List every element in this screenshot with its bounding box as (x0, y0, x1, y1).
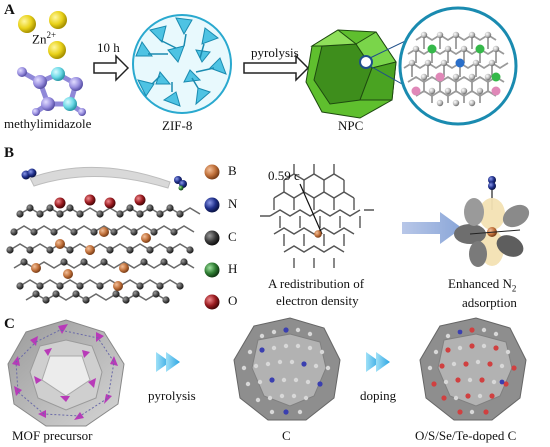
arrow-to-npc (243, 54, 310, 82)
pyrolysis-label-a: pyrolysis (251, 45, 299, 60)
chevron-arrow-1 (156, 352, 180, 372)
adsorption-line1: Enhanced N2 (448, 276, 517, 294)
npc-label: NPC (338, 118, 364, 133)
panel-c-label: C (4, 316, 15, 332)
redistribution-line2: electron density (276, 293, 359, 308)
n2-transfer-arrow (29, 166, 171, 189)
redistribution-line1: A redistribution of (268, 276, 365, 291)
mof-precursor-polyhedron (7, 319, 125, 427)
n2-molecule-left (21, 168, 37, 180)
methylimidazole-atoms (17, 67, 86, 116)
legend-o: O (228, 293, 238, 308)
legend-c: C (228, 229, 237, 244)
zif8-label: ZIF-8 (162, 118, 193, 133)
doped-carbon-polyhedron (419, 317, 527, 421)
graphene-flake (260, 164, 374, 268)
n2-molecule-right (174, 176, 187, 191)
blue-process-arrow (402, 212, 462, 244)
arrow-to-zif8 (93, 54, 130, 82)
zn-ion-label: Zn2+ (32, 30, 57, 47)
npc-polyhedron (305, 29, 397, 119)
b-doped-graphene-sheet (6, 194, 201, 304)
legend-h: H (228, 261, 238, 276)
carbon-label: C (282, 428, 291, 443)
charge-value-label: 0.59 c (268, 168, 300, 183)
panel-a-label: A (4, 2, 15, 18)
npc-zoom-graphene (398, 6, 518, 126)
legend-n: N (228, 196, 238, 211)
legend-spheres (204, 164, 220, 310)
doping-label: doping (360, 388, 397, 403)
doped-carbon-label: O/S/Se/Te-doped C (415, 428, 517, 443)
zif8-framework (132, 14, 232, 114)
carbon-polyhedron (233, 317, 341, 421)
adsorption-line2: adsorption (462, 295, 517, 310)
mof-precursor-label: MOF precursor (12, 428, 93, 443)
methylimidazole-label: methylimidazole (4, 116, 92, 131)
pyrolysis-label-c: pyrolysis (148, 388, 196, 403)
chevron-arrow-2 (366, 352, 390, 372)
legend-b: B (228, 163, 237, 178)
panel-b-label: B (4, 145, 15, 161)
zn-ion-spheres (18, 11, 67, 59)
reaction-time-label: 10 h (97, 40, 120, 55)
orbital-adsorption (454, 176, 530, 267)
